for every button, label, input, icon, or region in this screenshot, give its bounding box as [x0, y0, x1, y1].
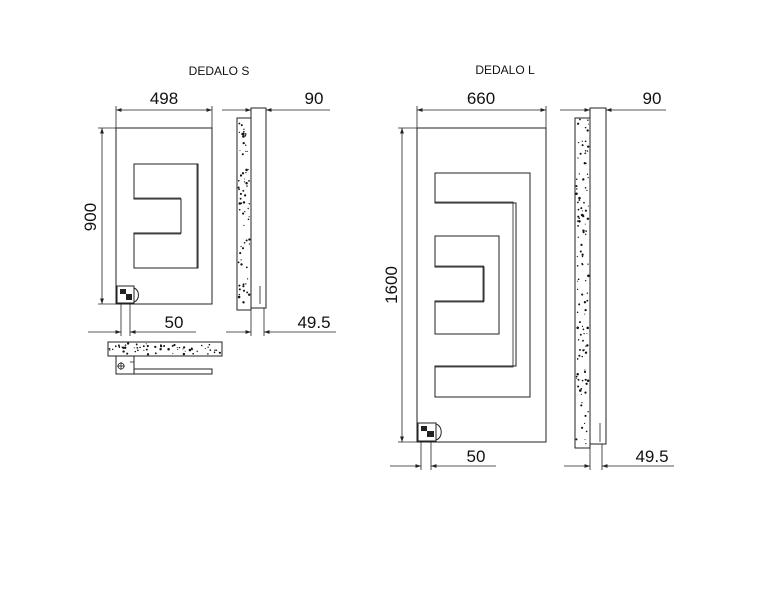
dedalo-s-front-panel [115, 127, 213, 305]
dedalo-s-depth-label: 90 [305, 89, 324, 108]
dedalo-s-drawing: DEDALO S 498 900 9 [81, 64, 336, 375]
dedalo-l-drawing: DEDALO L 660 1600 [382, 63, 674, 470]
dedalo-s-title: DEDALO S [189, 64, 250, 78]
dedalo-l-wall-offset-label: 49.5 [635, 447, 668, 466]
dedalo-l-heating-element-outer [434, 172, 531, 398]
dedalo-l-valve-offset-label: 50 [467, 447, 486, 466]
dedalo-l-title: DEDALO L [475, 63, 535, 77]
dedalo-s-valve-offset-label: 50 [165, 313, 184, 332]
dedalo-l-width-label: 660 [467, 89, 495, 108]
dedalo-s-heating-element [133, 163, 199, 269]
dedalo-l-heating-element-inner [434, 235, 500, 335]
dedalo-s-valve [116, 285, 139, 304]
dedalo-l-valve [417, 422, 442, 442]
dedalo-s-side-view [236, 107, 267, 311]
wall-texture [237, 122, 251, 304]
dedalo-s-height-label: 900 [81, 203, 100, 231]
dedalo-s-plan-view [107, 341, 223, 375]
dedalo-s-width-label: 498 [150, 89, 178, 108]
dedalo-l-front-panel [416, 127, 547, 443]
wall-texture [575, 118, 590, 445]
wall-texture [108, 342, 221, 356]
dedalo-l-depth-label: 90 [643, 89, 662, 108]
dedalo-l-side-view [574, 107, 607, 449]
dedalo-s-wall-offset-label: 49.5 [297, 313, 330, 332]
dedalo-l-height-label: 1600 [382, 266, 401, 304]
